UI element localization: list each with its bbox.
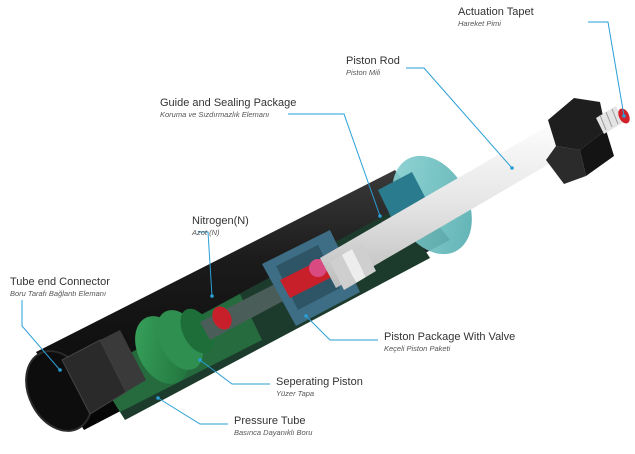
leader-dots [58,114,626,400]
label-guide-sealing: Guide and Sealing Package Koruma ve Sızd… [160,97,296,120]
leader-piston-rod [406,67,513,169]
label-guide-sealing-tr: Koruma ve Sızdırmazlık Elemanı [160,110,270,119]
label-piston-package-en: Piston Package With Valve [384,331,516,343]
leader-tube-end-connector [21,300,61,371]
leader-nitrogen [198,231,213,297]
label-piston-rod-en: Piston Rod [346,55,400,67]
label-actuation-tapet-en: Actuation Tapet [458,6,534,18]
label-separating-piston-tr: Yüzer Tapa [276,389,315,398]
label-tube-end-connector-en: Tube end Connector [10,276,110,288]
label-separating-piston-en: Seperating Piston [276,376,363,388]
leader-guide-sealing [288,113,381,217]
leader-pressure-tube [157,397,228,425]
leader-actuation-tapet [588,21,625,117]
label-piston-package-tr: Keçeli Piston Paketi [384,344,451,353]
label-piston-rod-tr: Piston Mili [346,68,381,77]
tube-end-connector-shape [61,330,146,415]
label-separating-piston: Seperating Piston Yüzer Tapa [276,376,363,399]
label-pressure-tube-tr: Basınca Dayanıklı Boru [234,428,313,437]
label-nitrogen-tr: Azot (N) [192,228,220,237]
label-pressure-tube-en: Pressure Tube [234,415,306,427]
hex-nut-shape [546,98,614,184]
label-nitrogen-en: Nitrogen(N) [192,215,249,227]
label-piston-rod: Piston Rod Piston Mili [346,55,400,78]
label-piston-package: Piston Package With Valve Keçeli Piston … [384,331,515,354]
leader-piston-package [305,315,378,341]
label-tube-end-connector: Tube end Connector Boru Tarafı Bağlantı … [10,276,110,299]
label-nitrogen: Nitrogen(N) Azot (N) [192,215,249,238]
label-tube-end-connector-tr: Boru Tarafı Bağlantı Elemanı [10,289,107,298]
label-guide-sealing-en: Guide and Sealing Package [160,97,297,109]
label-pressure-tube: Pressure Tube Basınca Dayanıklı Boru [234,415,312,438]
leader-lines [21,21,625,425]
label-actuation-tapet-tr: Hareket Pimi [458,19,501,28]
leader-separating-piston [199,359,270,385]
nitrogen-chamber-shape [200,284,285,340]
label-actuation-tapet: Actuation Tapet Hareket Pimi [458,6,534,29]
